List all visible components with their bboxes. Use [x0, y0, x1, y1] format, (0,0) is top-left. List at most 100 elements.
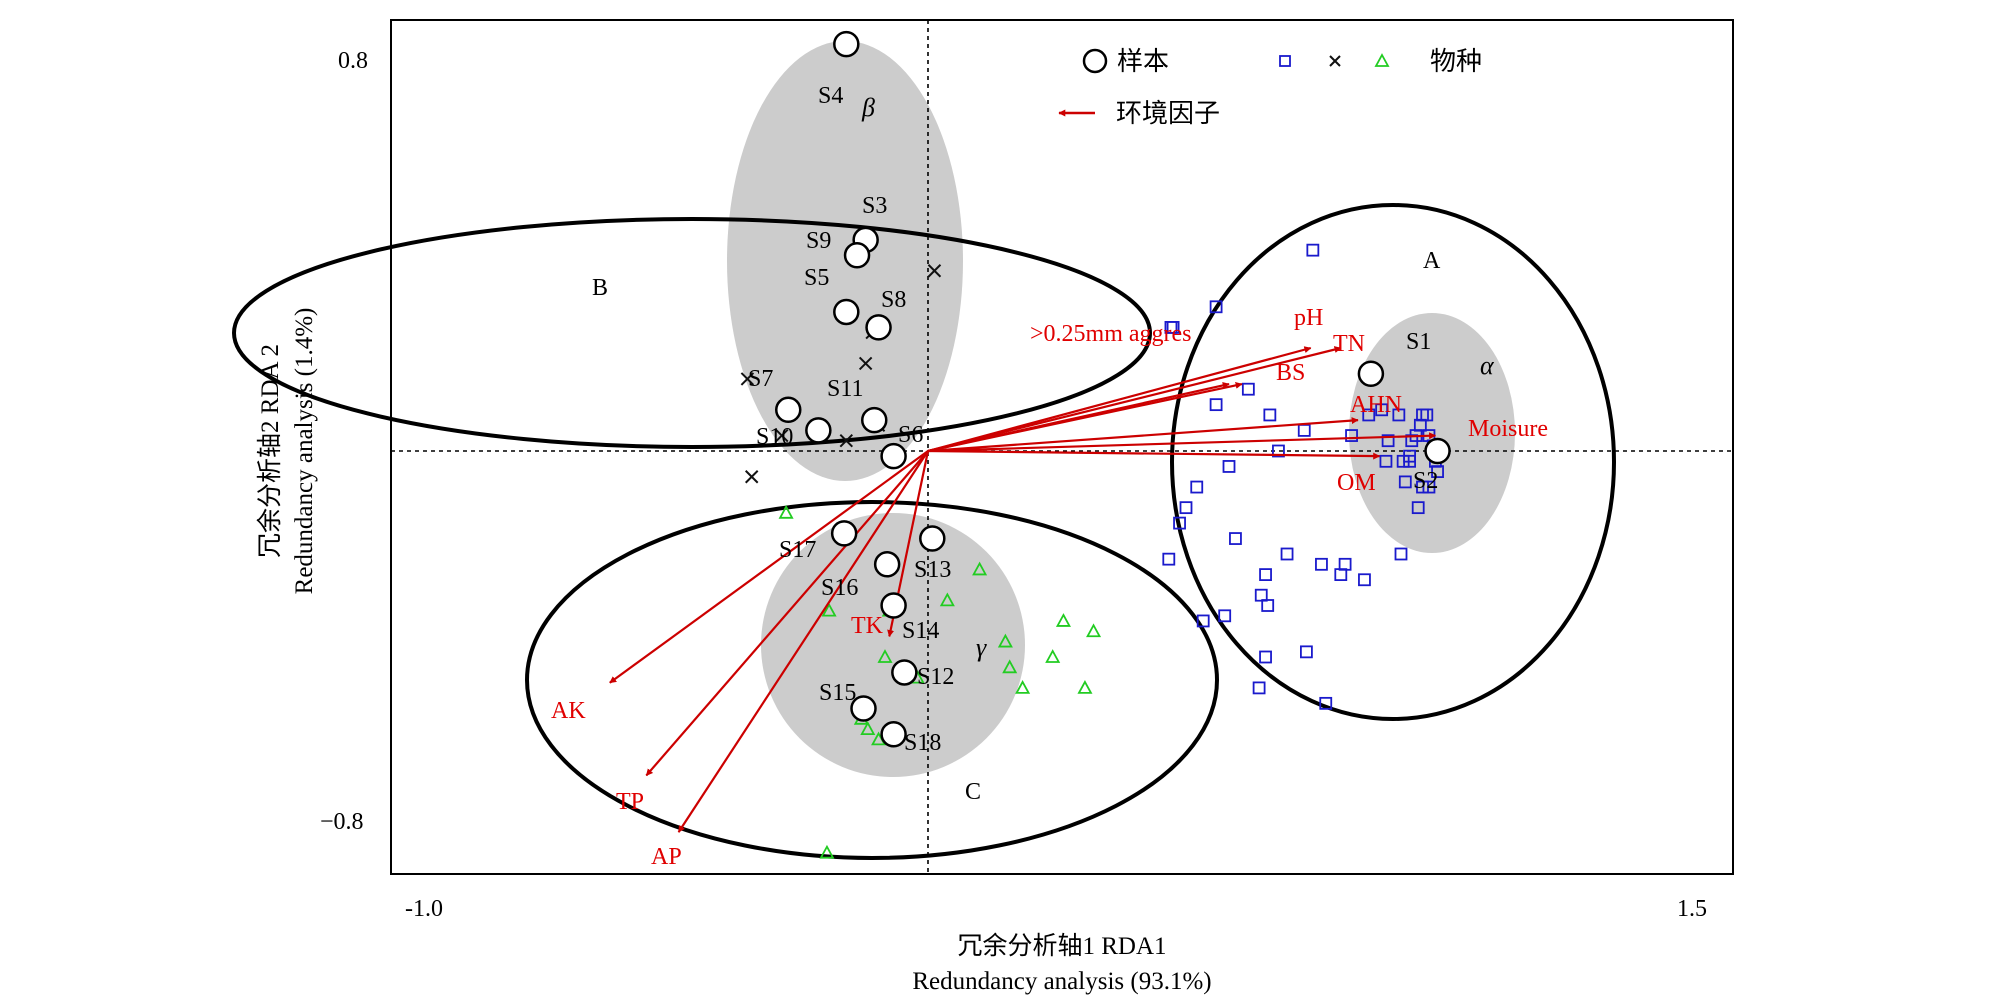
- group-b-outline: [232, 217, 1152, 449]
- y-axis-title: 冗余分析轴2 RDA 2: [256, 344, 284, 558]
- group-label-b: B: [592, 275, 608, 301]
- species-point-square: [1209, 398, 1223, 412]
- sample-point: [880, 592, 907, 619]
- legend-sample-label: 样本: [1117, 47, 1169, 76]
- sample-point: [891, 659, 918, 686]
- sample-point: [843, 242, 871, 269]
- sample-point: [833, 30, 860, 58]
- legend-species-label: 物种: [1430, 47, 1482, 76]
- env-arrow: [927, 449, 1381, 460]
- species-point-square: [1173, 516, 1186, 530]
- species-point-cross: [858, 356, 873, 371]
- env-arrow-label: OM: [1337, 470, 1376, 496]
- legend: 样本 物种 环境因子: [1058, 47, 1482, 128]
- env-arrow: [927, 417, 1359, 453]
- species-point-triangle: [821, 602, 837, 617]
- species-point-square: [1190, 480, 1204, 494]
- sample-point: [833, 298, 860, 326]
- sample-point: [861, 406, 888, 434]
- group-a-outline: [1170, 203, 1616, 721]
- species-point-square: [1345, 429, 1358, 442]
- env-arrow: [645, 450, 929, 777]
- env-arrow: [927, 381, 1243, 453]
- group-labels: A B C α β γ: [592, 93, 1495, 805]
- species-point-square: [1218, 609, 1232, 623]
- sample-point: [865, 314, 892, 341]
- env-arrow-label: TN: [1333, 331, 1365, 357]
- species-point-square: [1338, 557, 1352, 571]
- env-arrow: [927, 432, 1437, 453]
- species-point-square: [1422, 480, 1436, 494]
- env-arrow: [927, 346, 1312, 453]
- species-point-cross: [927, 264, 942, 278]
- sample-point: [873, 551, 901, 578]
- sample-label: S8: [881, 287, 906, 313]
- species-point-triangle: [1015, 680, 1031, 694]
- legend-species-square: [1279, 55, 1291, 67]
- sample-point: [919, 525, 946, 552]
- species-point-square: [1162, 552, 1176, 566]
- sample-label: S7: [748, 366, 773, 392]
- sample-label: S5: [804, 265, 829, 291]
- species-point-triangle: [778, 504, 794, 519]
- species-point-square: [1306, 243, 1320, 257]
- species-point-square: [1394, 547, 1408, 561]
- species-point-square: [1259, 650, 1272, 664]
- env-arrow-label: AK: [551, 698, 586, 724]
- y-tick-bottom: −0.8: [320, 809, 364, 835]
- env-arrow-label: AP: [651, 844, 682, 870]
- species-point-cross: [744, 470, 759, 484]
- species-point-square: [1241, 382, 1255, 396]
- species-point-square: [1362, 408, 1376, 422]
- env-arrow-label: Moisure: [1468, 416, 1548, 442]
- group-gamma-shade: [761, 513, 1025, 777]
- sample-label: S3: [862, 193, 887, 219]
- env-arrow-label: TK: [851, 613, 884, 639]
- species-point-triangle: [819, 844, 835, 859]
- species-point-square: [1319, 696, 1333, 710]
- species-point-square: [1263, 408, 1277, 422]
- sample-label: S13: [914, 557, 951, 583]
- species-point-square: [1315, 557, 1328, 571]
- species-point-triangle: [1055, 613, 1071, 627]
- species-point-square: [1179, 501, 1193, 515]
- legend-species-cross: [1329, 55, 1341, 67]
- y-tick-top: 0.8: [338, 48, 368, 74]
- species-point-square: [1259, 568, 1272, 581]
- species-point-triangle: [972, 561, 988, 576]
- species-point-square: [1381, 434, 1395, 448]
- sample-label: S18: [904, 730, 941, 756]
- species-point-triangle: [939, 592, 955, 607]
- group-label-alpha: α: [1480, 351, 1495, 380]
- sample-label: S4: [818, 83, 843, 109]
- sample-point: [1424, 437, 1451, 465]
- species-cross-stroke: [839, 433, 854, 448]
- species-point-square: [1403, 454, 1416, 468]
- species-point-square: [1272, 444, 1285, 458]
- species-point-square: [1164, 320, 1178, 334]
- group-label-a: A: [1423, 248, 1441, 274]
- sample-label: S1: [1406, 329, 1431, 355]
- species-point-square: [1297, 423, 1311, 437]
- species-point-square: [1252, 681, 1266, 695]
- species-point-square: [1398, 475, 1412, 489]
- species-point-square: [1420, 408, 1434, 422]
- species-point-square: [1358, 573, 1371, 587]
- y-axis-subtitle: Redundancy analysis (1.4%): [291, 308, 318, 595]
- species-point-triangle: [1002, 659, 1018, 674]
- group-label-c: C: [965, 779, 981, 805]
- group-c-outline: [525, 500, 1219, 860]
- species-cross-stroke: [775, 428, 789, 443]
- sample-label: S6: [898, 422, 923, 448]
- species-point-cross: [775, 428, 789, 443]
- sample-point: [850, 695, 877, 722]
- env-arrow: [927, 346, 1342, 453]
- x-tick-right: 1.5: [1677, 896, 1707, 922]
- species-point-cross: [839, 433, 854, 448]
- env-arrow-label: >0.25mm aggres: [1030, 321, 1192, 347]
- sample-point: [880, 442, 907, 470]
- legend-species-triangle: [1374, 53, 1390, 67]
